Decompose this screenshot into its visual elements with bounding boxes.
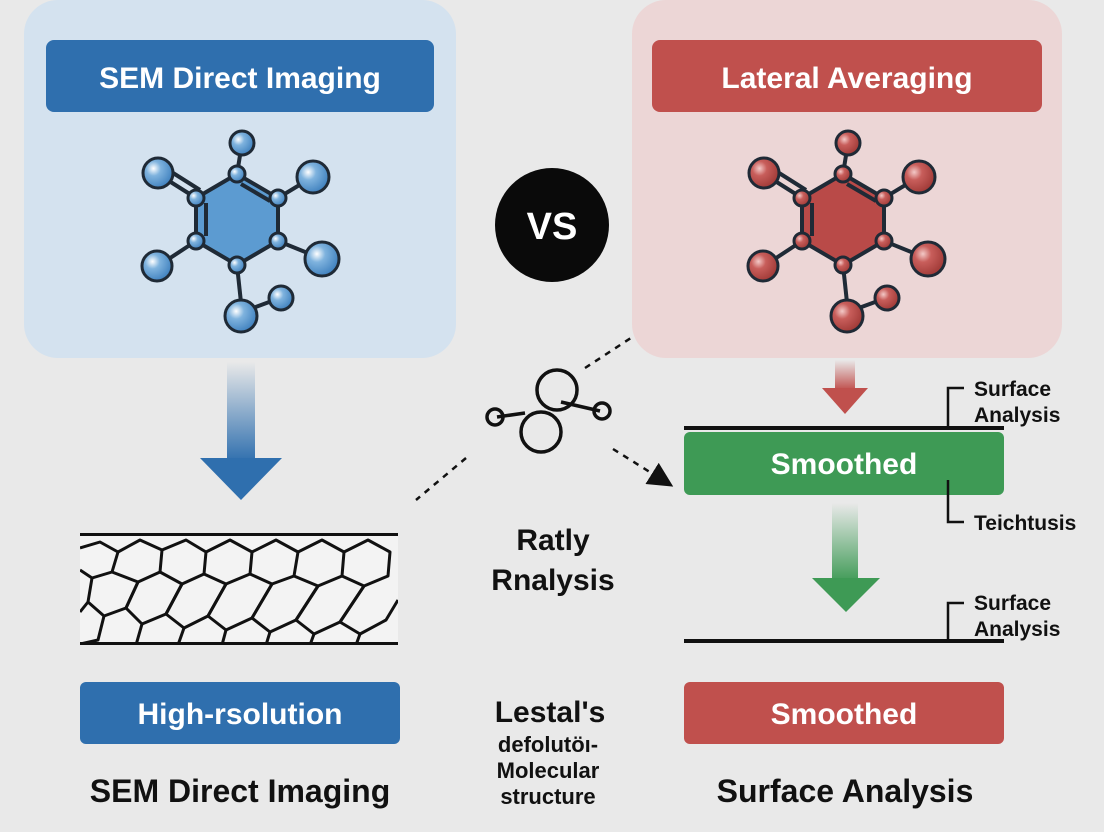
side-label-top-line1: Surface xyxy=(974,378,1051,401)
vs-circle xyxy=(495,168,609,282)
smoothed-bar xyxy=(684,432,1004,495)
middle-label-line2: Rnalysis xyxy=(491,564,614,597)
right-molecule-icon xyxy=(746,129,947,334)
side-label-mid: Teichtusis xyxy=(974,512,1076,535)
center-bottom-line3: structure xyxy=(500,784,595,809)
right-caption: Surface Analysis xyxy=(717,773,974,809)
sem-texture-image xyxy=(80,533,398,645)
side-label-bottom-line2: Analysis xyxy=(974,618,1060,641)
left-title: SEM Direct Imaging xyxy=(99,62,381,95)
smoothed-bar-label: Smoothed xyxy=(771,448,918,481)
right-title: Lateral Averaging xyxy=(721,62,972,95)
middle-label-line1: Ratly xyxy=(516,524,590,557)
right-down-arrow-green xyxy=(812,503,880,612)
right-down-arrow-red xyxy=(822,360,868,414)
side-bracket-bottom xyxy=(946,601,964,641)
vs-label: VS xyxy=(527,206,578,248)
side-label-top-line2: Analysis xyxy=(974,404,1060,427)
dashed-connectors xyxy=(415,314,674,501)
left-badge: High-rsolution xyxy=(138,698,343,731)
center-molecule-icon xyxy=(485,368,612,454)
left-molecule-icon xyxy=(140,129,341,334)
side-bracket-top xyxy=(946,386,964,428)
center-bottom-title: Lestal's xyxy=(495,696,606,729)
side-bracket-mid xyxy=(946,480,964,524)
left-caption: SEM Direct Imaging xyxy=(90,773,391,809)
side-label-bottom-line1: Surface xyxy=(974,592,1051,615)
center-bottom-line2: Molecular xyxy=(497,758,600,783)
right-title-box xyxy=(652,40,1042,112)
left-badge-box xyxy=(80,682,400,744)
right-badge: Smoothed xyxy=(771,698,918,731)
left-down-arrow xyxy=(200,362,282,500)
left-title-box xyxy=(46,40,434,112)
right-badge-box xyxy=(684,682,1004,744)
center-bottom-line1: defolutöı- xyxy=(498,732,598,757)
